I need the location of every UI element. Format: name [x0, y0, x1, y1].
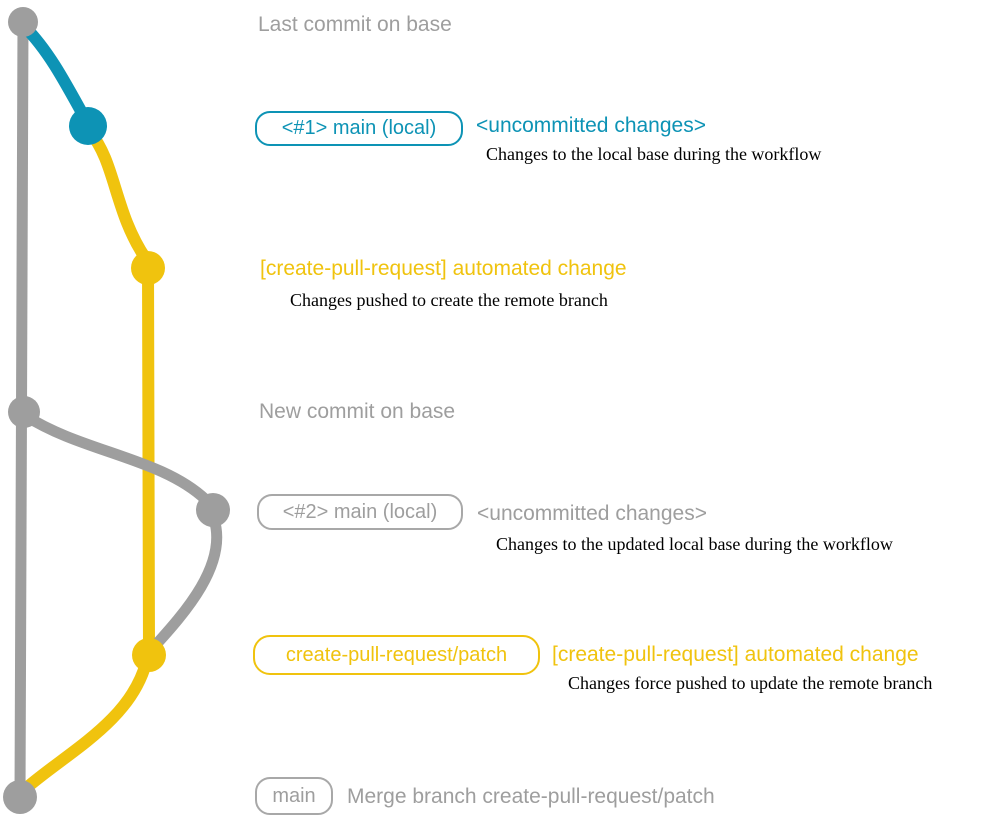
- caption-updated-local-base-changes: Changes to the updated local base during…: [496, 534, 893, 554]
- commit-node-new-base: [8, 396, 40, 428]
- caption-local-base-changes: Changes to the local base during the wor…: [486, 144, 822, 164]
- branch-edge-merge-down: [18, 657, 152, 796]
- commit-node-remote-1: [131, 251, 165, 285]
- heading-last-commit-on-base: Last commit on base: [258, 13, 452, 36]
- label-uncommitted-changes-2: <uncommitted changes>: [477, 502, 707, 525]
- commit-node-remote-2: [132, 638, 166, 672]
- commit-node-merge: [3, 780, 37, 814]
- commit-graph: [3, 7, 230, 814]
- heading-new-commit-on-base: New commit on base: [259, 400, 456, 423]
- branch-badge-main-local-2: <#2> main (local): [257, 494, 463, 530]
- branch-badge-main: main: [255, 777, 333, 815]
- branch-badge-main-local-1: <#1> main (local): [255, 111, 463, 146]
- label-automated-change-1: [create-pull-request] automated change: [260, 257, 627, 280]
- branch-edge-rebase-out: [20, 410, 212, 506]
- commit-node-local-2: [196, 493, 230, 527]
- label-automated-change-2: [create-pull-request] automated change: [552, 643, 919, 666]
- branch-badge-create-pull-request-patch: create-pull-request/patch: [253, 635, 540, 675]
- branch-edge-remote-line: [142, 260, 155, 658]
- commit-node-local-1: [69, 107, 107, 145]
- branch-edge-push-remote: [84, 126, 152, 265]
- label-merge-branch: Merge branch create-pull-request/patch: [347, 785, 715, 808]
- label-uncommitted-changes-1: <uncommitted changes>: [476, 114, 706, 137]
- caption-push-create-remote: Changes pushed to create the remote bran…: [290, 290, 608, 310]
- caption-force-push-update-remote: Changes force pushed to update the remot…: [568, 673, 933, 693]
- commit-node-last-base: [8, 7, 38, 37]
- branch-edge-local-change: [18, 20, 93, 128]
- branch-edge-force-push: [146, 513, 223, 655]
